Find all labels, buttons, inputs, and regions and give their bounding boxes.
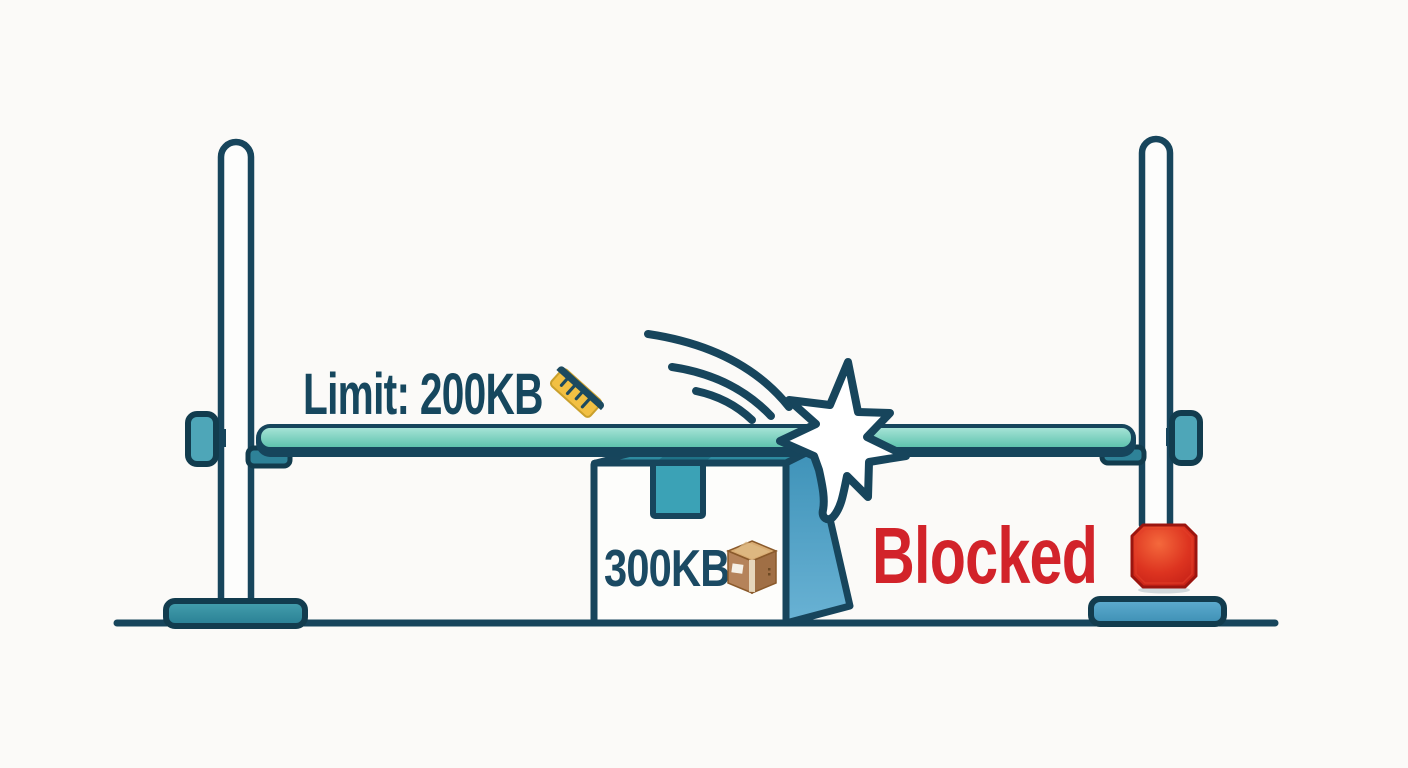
blocked-label: Blocked: [872, 516, 1176, 596]
right-base: [1088, 596, 1227, 627]
motion-lines: [644, 330, 793, 424]
left-knob: [185, 411, 219, 467]
limit-label-text: Limit: 200KB: [303, 362, 543, 427]
crossbar: [261, 428, 1131, 447]
right-post: [1138, 135, 1174, 529]
package-weight-text: 300KB: [604, 540, 730, 598]
limit-label: Limit: 200KB: [303, 366, 646, 424]
left-post: [217, 138, 255, 616]
motion-line-2: [668, 363, 775, 420]
package-icon: [726, 540, 778, 595]
box-tape-front: [650, 460, 706, 519]
right-knob: [1169, 410, 1203, 466]
impact-starburst: [776, 358, 910, 524]
package-weight-label: 300KB: [604, 543, 761, 595]
left-base: [163, 598, 308, 629]
blocked-label-text: Blocked: [872, 511, 1098, 600]
motion-line-3: [692, 387, 756, 424]
ruler-icon: [549, 366, 604, 418]
stop-sign-icon: [1130, 523, 1198, 594]
motion-line-1: [644, 330, 793, 411]
